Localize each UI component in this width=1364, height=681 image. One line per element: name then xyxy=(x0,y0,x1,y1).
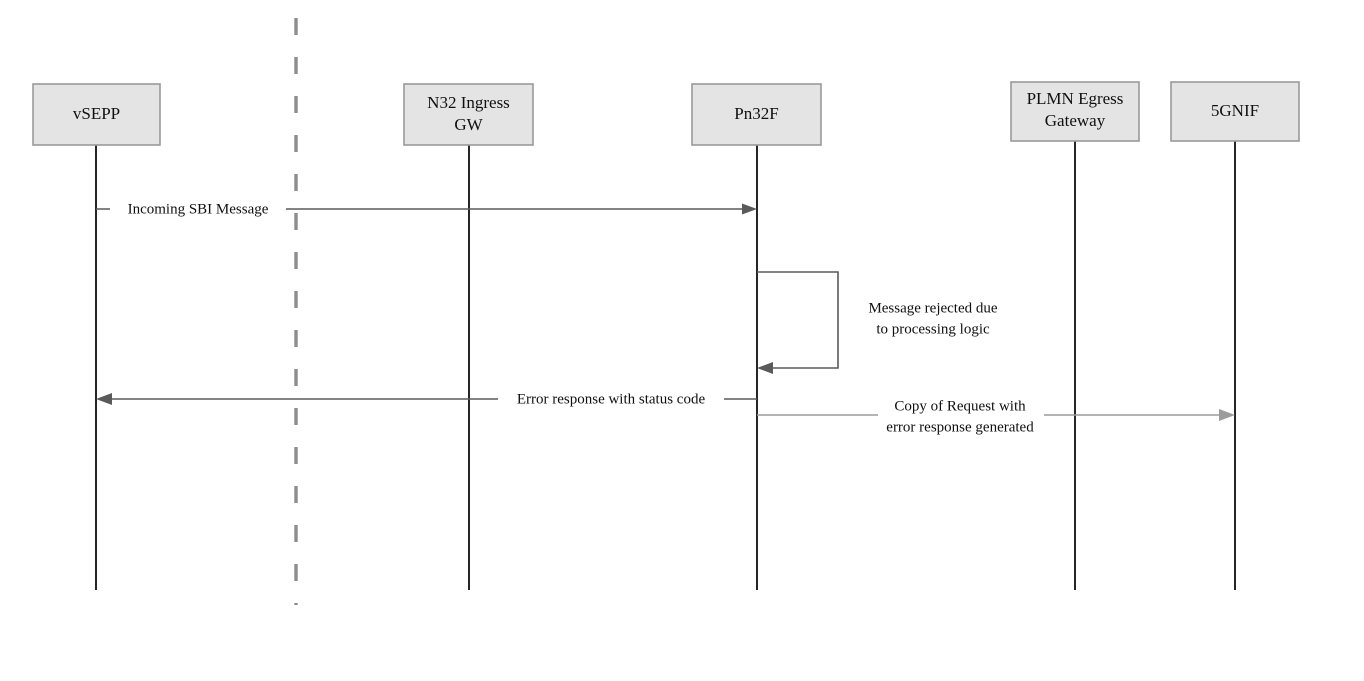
participant-box-vsepp xyxy=(32,83,161,146)
label-background-incoming-sbi-message xyxy=(110,199,286,219)
participant-box-n32-ingress-gw xyxy=(403,83,534,146)
message-error-response-with-status-code[interactable]: Error response with status code xyxy=(96,389,757,409)
participant-label-plmn-egress-gateway-line1: PLMN Egress xyxy=(1027,89,1124,108)
participant-pn32f[interactable]: Pn32F xyxy=(691,83,822,146)
participant-5gnif[interactable]: 5GNIF xyxy=(1170,81,1300,142)
participant-box-5gnif xyxy=(1170,81,1300,142)
participant-n32-ingress-gw[interactable]: N32 Ingress GW xyxy=(403,83,534,146)
message-copy-of-request[interactable]: Copy of Request with error response gene… xyxy=(757,396,1235,435)
message-label-error-response: Error response with status code xyxy=(517,391,706,407)
participant-label-n32-ingress-gw-line2: GW xyxy=(454,115,483,134)
arrowhead-message-rejected xyxy=(757,362,773,374)
message-label-incoming-sbi-message: Incoming SBI Message xyxy=(128,201,269,217)
arrowhead-error-response xyxy=(96,393,112,405)
label-background-error-response xyxy=(498,389,724,409)
message-label-message-rejected-line1: Message rejected due xyxy=(868,300,997,316)
participant-label-vsepp: vSEPP xyxy=(73,104,120,123)
participant-box-plmn-egress-gateway xyxy=(1010,81,1140,142)
arrowhead-copy-of-request xyxy=(1219,409,1235,421)
message-label-message-rejected-line2: to processing logic xyxy=(876,321,990,337)
participant-boxes-group: vSEPP N32 Ingress GW Pn32F PLMN Egress G… xyxy=(32,81,1300,146)
selfloop-path-message-rejected xyxy=(757,271,839,369)
participant-box-pn32f xyxy=(691,83,822,146)
participant-label-pn32f: Pn32F xyxy=(734,104,778,123)
participant-label-plmn-egress-gateway-line2: Gateway xyxy=(1045,111,1106,130)
message-label-copy-of-request-line1: Copy of Request with xyxy=(894,398,1026,414)
participant-label-5gnif: 5GNIF xyxy=(1211,101,1259,120)
participant-plmn-egress-gateway[interactable]: PLMN Egress Gateway xyxy=(1010,81,1140,142)
participant-label-n32-ingress-gw-line1: N32 Ingress xyxy=(427,93,510,112)
participant-vsepp[interactable]: vSEPP xyxy=(32,83,161,146)
message-incoming-sbi-message[interactable]: Incoming SBI Message xyxy=(96,199,757,219)
message-label-copy-of-request-line2: error response generated xyxy=(886,419,1034,435)
label-background-copy-of-request xyxy=(878,396,1044,416)
message-message-rejected-note[interactable]: Message rejected due to processing logic xyxy=(757,271,998,374)
arrowhead-incoming-sbi-message xyxy=(742,203,757,215)
lifelines-group xyxy=(95,141,1236,590)
